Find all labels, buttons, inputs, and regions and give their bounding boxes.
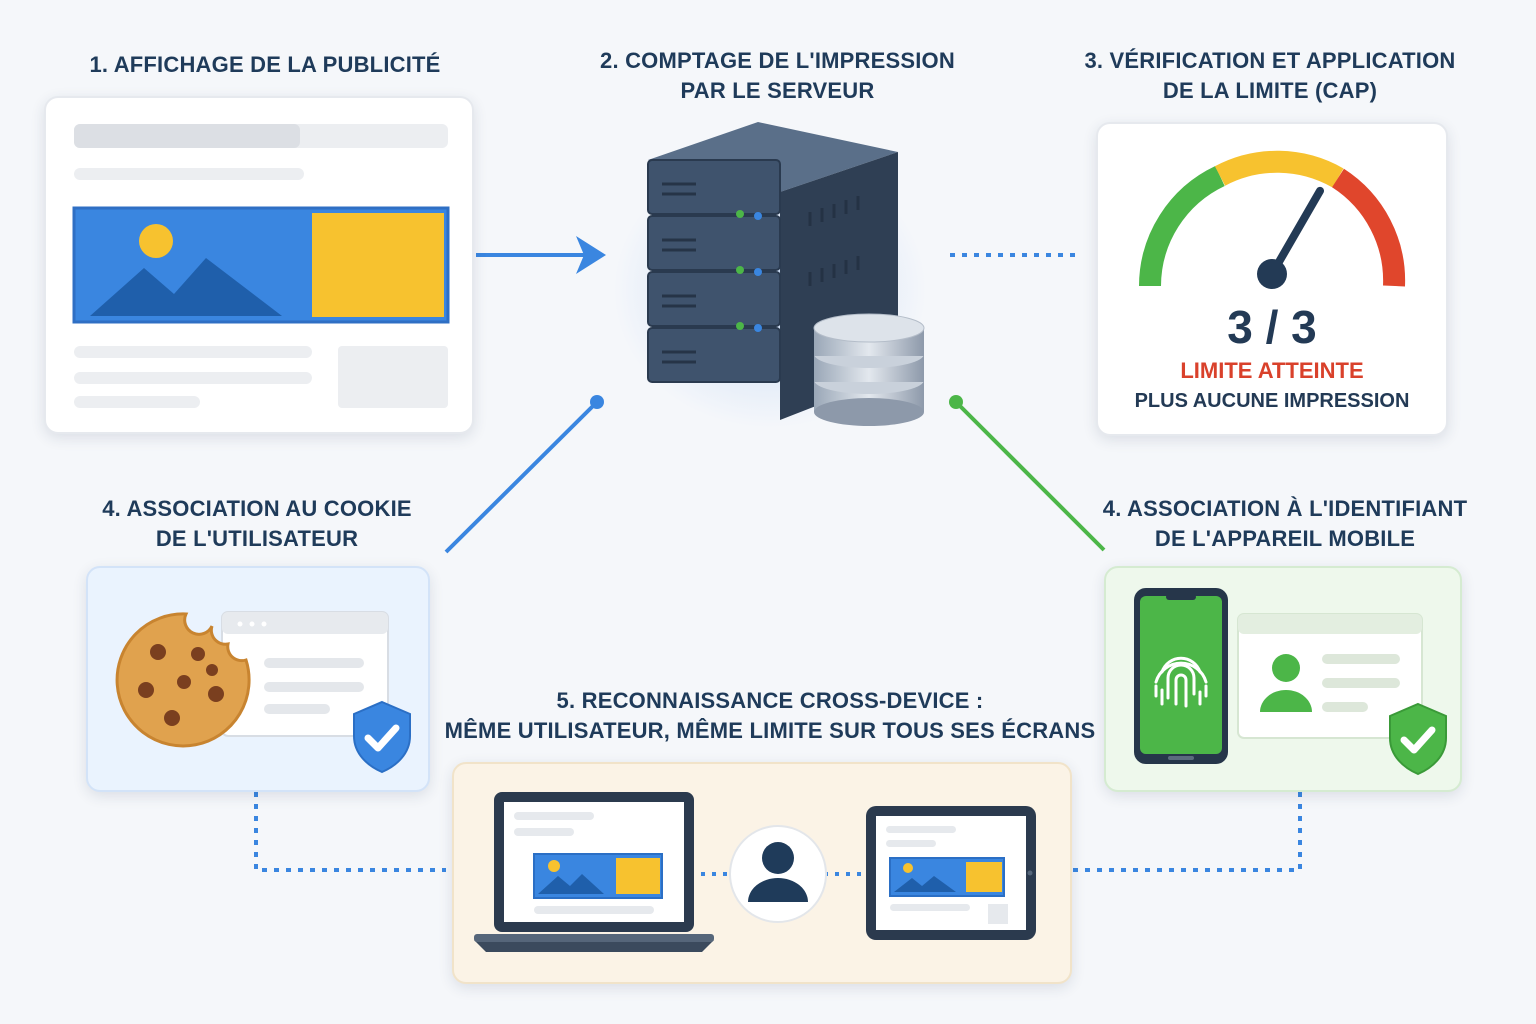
gauge-card: 3 / 3 LIMITE ATTEINTE PLUS AUCUNE IMPRES… (1096, 122, 1448, 436)
cookie-card (86, 566, 430, 792)
step3-title: 3. VÉRIFICATION ET APPLICATION DE LA LIM… (1080, 46, 1460, 106)
dotted-mobile-to-crossdevice (1072, 792, 1302, 872)
step1-title-text: 1. AFFICHAGE DE LA PUBLICITÉ (89, 52, 441, 77)
gauge-icon (1139, 150, 1406, 289)
laptop-icon (474, 792, 714, 952)
step5-title-line1: 5. RECONNAISSANCE CROSS-DEVICE : (556, 688, 984, 713)
step4-mobile-title: 4. ASSOCIATION À L'IDENTIFIANT DE L'APPA… (1100, 494, 1470, 554)
step4-cookie-title-line1: 4. ASSOCIATION AU COOKIE (102, 496, 412, 521)
gauge-note: PLUS AUCUNE IMPRESSION (1134, 390, 1410, 412)
crossdevice-card (452, 762, 1072, 984)
gauge-status: LIMITE ATTEINTE (1180, 358, 1364, 383)
step4-mobile-title-line2: DE L'APPAREIL MOBILE (1154, 526, 1416, 551)
line-server-to-mobile (954, 400, 1106, 552)
step4-mobile-title-line1: 4. ASSOCIATION À L'IDENTIFIANT (1102, 496, 1468, 521)
step4-cookie-title-line2: DE L'UTILISATEUR (155, 526, 359, 551)
step4-cookie-title: 4. ASSOCIATION AU COOKIE DE L'UTILISATEU… (82, 494, 432, 554)
user-icon (729, 825, 827, 923)
mobile-card (1104, 566, 1462, 792)
dotted-cookie-to-crossdevice (254, 792, 446, 872)
server-icon (647, 122, 898, 420)
ad-browser-card (44, 96, 474, 434)
gauge-count: 3 / 3 (1227, 301, 1317, 353)
step1-title: 1. AFFICHAGE DE LA PUBLICITÉ (60, 50, 470, 80)
arrow-head-icon (576, 236, 606, 274)
browser-ad-icon (72, 124, 450, 408)
step2-title: 2. COMPTAGE DE L'IMPRESSION PAR LE SERVE… (560, 46, 995, 106)
step3-title-line1: 3. VÉRIFICATION ET APPLICATION (1084, 48, 1456, 73)
cookie-browser-window (221, 611, 389, 737)
step5-title: 5. RECONNAISSANCE CROSS-DEVICE : MÊME UT… (420, 686, 1120, 746)
line-server-to-cookie (444, 400, 599, 554)
smartphone-fingerprint-icon (1134, 588, 1228, 764)
gauge-needle (1268, 186, 1324, 278)
step2-title-line1: 2. COMPTAGE DE L'IMPRESSION (600, 48, 955, 73)
shield-check-icon (353, 700, 411, 774)
shield-check-icon (1389, 702, 1447, 776)
step5-title-line2: MÊME UTILISATEUR, MÊME LIMITE SUR TOUS S… (444, 718, 1096, 743)
step3-title-line2: DE LA LIMITE (CAP) (1162, 78, 1378, 103)
cookie-icon (115, 612, 251, 748)
user-avatar-icon (1260, 654, 1312, 712)
step2-title-line2: PAR LE SERVEUR (680, 78, 875, 103)
tablet-icon (866, 806, 1036, 940)
database-icon (813, 313, 925, 426)
